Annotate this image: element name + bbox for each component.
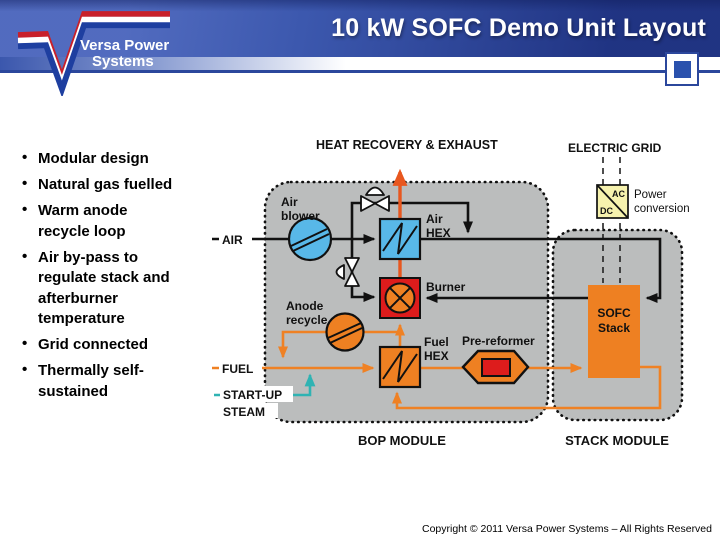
air-hex-label: Air HEX [426, 212, 451, 240]
bullet-text: recycle loop [38, 222, 126, 240]
bullet-text: regulate stack and [38, 269, 170, 286]
bullet-text: temperature [38, 310, 125, 327]
burner-label: Burner [426, 280, 466, 294]
logo-swoosh-icon [17, 11, 170, 96]
air-bypass-pipe [350, 201, 473, 239]
bullet-text: afterburner [38, 289, 119, 307]
corner-square-decoration [665, 52, 699, 86]
air-stream-label: AIR [222, 233, 243, 247]
svg-text:HEX: HEX [424, 349, 449, 363]
sofc-stack-symbol [588, 285, 640, 378]
svg-text:conversion: conversion [634, 203, 690, 215]
bullet-text: sustained [38, 382, 109, 400]
air-blower-symbol [287, 216, 333, 262]
bullet-item: Grid connected [21, 334, 233, 356]
pre-reformer-symbol [461, 349, 530, 385]
svg-text:blower: blower [281, 209, 320, 223]
bullet-text: Grid connected [38, 336, 149, 353]
power-conversion-symbol: AC DC [596, 184, 629, 219]
svg-text:recycle: recycle [286, 313, 328, 327]
svg-text:Stack: Stack [598, 321, 630, 335]
page-title: 10 kW SOFC Demo Unit Layout [331, 14, 706, 42]
burner-air-valve-icon [335, 257, 360, 287]
fuel-stream-label: FUEL [222, 362, 253, 376]
svg-text:HEX: HEX [426, 226, 451, 240]
startup-steam-label-line1: START-UP [223, 388, 282, 402]
bullet-text: Natural gas fuelled [38, 176, 173, 193]
header-stripe [0, 57, 720, 70]
fuel-hex-symbol [378, 345, 422, 389]
bullet-text: Thermally self- [38, 362, 144, 379]
air-bypass-valve-icon [360, 186, 390, 212]
bullet-item: Air by-pass to regulate stack and afterb… [21, 247, 233, 330]
svg-text:Air: Air [281, 195, 298, 209]
bop-module-label: BOP MODULE [358, 433, 446, 448]
anode-recycle-blower-symbol [325, 312, 365, 352]
svg-text:Anode: Anode [286, 299, 324, 313]
stack-module-label: STACK MODULE [565, 433, 669, 448]
anode-recycle-label: Anode recycle [286, 299, 328, 327]
power-conversion-label: Power conversion [634, 189, 690, 215]
header-band [0, 0, 720, 57]
bullet-text: Modular design [38, 150, 149, 167]
bullet-list: Modular design Natural gas fuelled Warm … [21, 148, 233, 408]
air-blower-label: Air blower [281, 195, 320, 223]
bullet-item: Natural gas fuelled [21, 174, 233, 196]
versa-power-logo: Versa Power Systems [17, 11, 170, 96]
fuel-hex-label: Fuel HEX [424, 335, 449, 363]
ac-label: AC [612, 189, 625, 199]
hot-air-to-stack-pipe [420, 237, 662, 303]
svg-text:Air: Air [426, 212, 443, 226]
startup-steam-label-line2: STEAM [223, 405, 265, 419]
logo-text-line2: Systems [92, 53, 154, 70]
svg-text:Fuel: Fuel [424, 335, 449, 349]
heat-recovery-label: HEAT RECOVERY & EXHAUST [316, 138, 498, 152]
bullet-item: Warm anode recycle loop [21, 200, 233, 242]
electric-grid-lines [602, 157, 621, 283]
svg-text:Power: Power [634, 189, 667, 201]
copyright-notice: Copyright © 2011 Versa Power Systems – A… [421, 523, 712, 535]
burner-symbol [379, 277, 421, 319]
electric-grid-label: ELECTRIC GRID [568, 141, 662, 155]
logo-text-line1: Versa Power [80, 37, 169, 54]
sofc-stack-label: SOFC Stack [597, 306, 631, 335]
dc-label: DC [600, 206, 613, 216]
bullet-item: Modular design [21, 148, 233, 170]
bullet-item: Thermally self- sustained [21, 360, 233, 402]
bullet-text: Warm anode [38, 202, 128, 219]
pre-reformer-label: Pre-reformer [462, 334, 535, 348]
stack-return-pipe [392, 365, 662, 410]
stream-labels: AIR FUEL START-UP STEAM [219, 231, 293, 419]
bullet-text: Air by-pass to [38, 248, 139, 266]
air-hex-symbol [378, 217, 422, 261]
svg-text:SOFC: SOFC [597, 306, 631, 320]
header-accent-line [0, 70, 720, 73]
corner-square-inner [673, 60, 691, 78]
